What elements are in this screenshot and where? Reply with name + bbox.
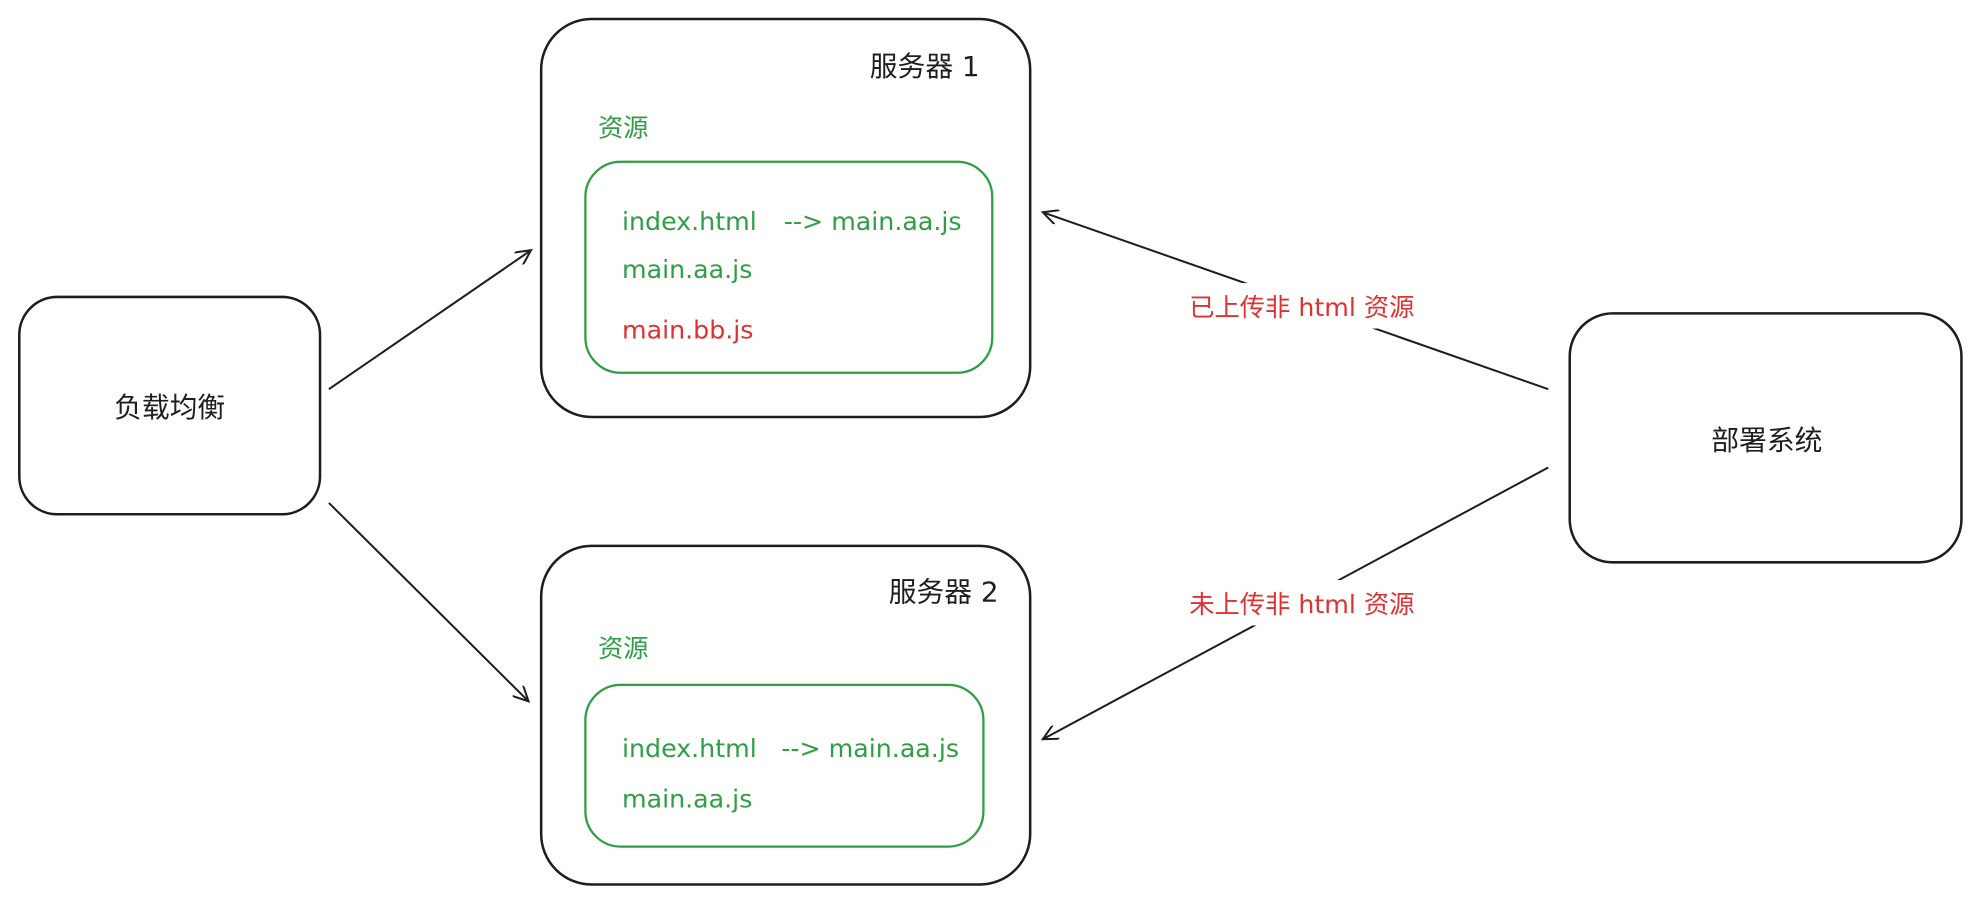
server2-title: 服务器 2 [889,575,999,608]
deploy-system-node[interactable]: 部署系统 [1568,312,1963,564]
edge-label-not-uploaded: 未上传非 html 资源 [1189,590,1414,619]
server2-node[interactable]: 服务器 2 资源 index.html --> main.aa.js main.… [539,544,1032,886]
load-balancer-node[interactable]: 负载均衡 [18,295,322,516]
server1-node[interactable]: 服务器 1 资源 index.html --> main.aa.js main.… [539,17,1032,419]
server2-file-index-ref: --> main.aa.js [781,734,959,763]
server2-file-index: index.html [622,734,757,763]
server1-resources-box [584,160,994,374]
server2-resources-box [584,683,985,848]
server1-file-main-bb: main.bb.js [622,316,753,345]
arrow-lb-to-server2 [328,502,529,701]
server1-file-index: index.html [622,207,757,236]
server2-file-main-aa: main.aa.js [622,784,752,813]
deploy-system-label: 部署系统 [1711,424,1822,457]
server1-resources-label: 资源 [598,113,649,142]
server2-resources-label: 资源 [598,634,649,663]
load-balancer-label: 负载均衡 [114,391,225,424]
server1-file-index-ref: --> main.aa.js [784,207,962,236]
server1-title: 服务器 1 [870,50,980,83]
arrow-lb-to-server1 [328,250,531,391]
edge-label-uploaded: 已上传非 html 资源 [1189,293,1414,322]
server1-file-main-aa: main.aa.js [622,255,752,284]
